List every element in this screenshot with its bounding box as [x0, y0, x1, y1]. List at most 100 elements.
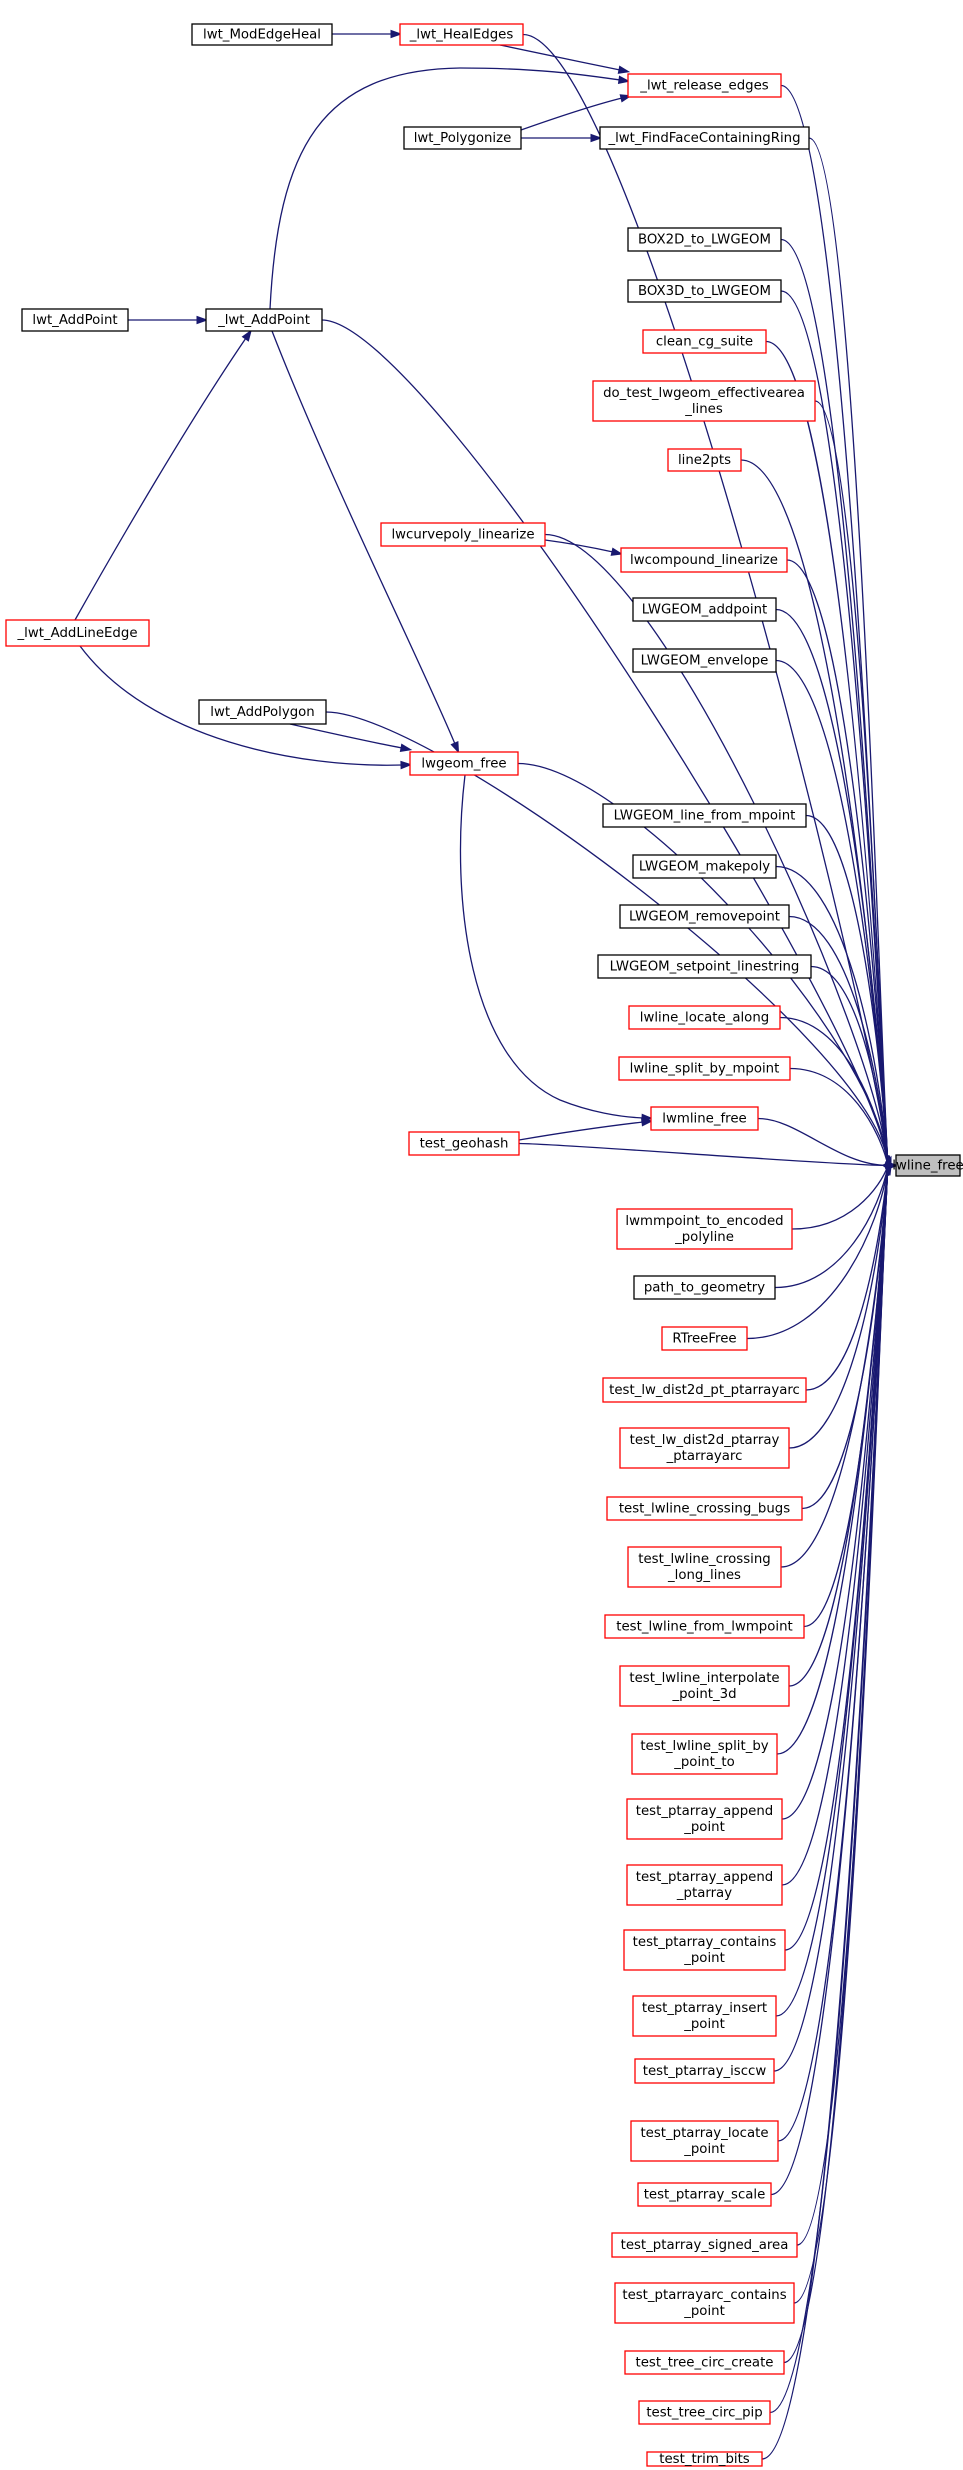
edge-lwmmpoint_to_encoded_polyline-to-lwline_free [791, 1155, 892, 1230]
node-box [618, 1056, 791, 1081]
node-box [380, 522, 546, 547]
node-lwmline_free[interactable]: lwmline_free [650, 1106, 759, 1131]
node-box [21, 308, 129, 332]
node-test_ptarray_append_point[interactable]: test_ptarray_append_point [626, 1798, 783, 1840]
node-_lwt_AddLineEdge[interactable]: _lwt_AddLineEdge [5, 619, 150, 647]
node-LWGEOM_line_from_mpoint[interactable]: LWGEOM_line_from_mpoint [602, 803, 807, 828]
node-LWGEOM_setpoint_linestring[interactable]: LWGEOM_setpoint_linestring [597, 954, 812, 979]
node-do_test_lwgeom_effectivearea_lines[interactable]: do_test_lwgeom_effectivearea_lines [592, 380, 816, 422]
node-box [619, 904, 790, 929]
node-test_lwline_split_by_point_to[interactable]: test_lwline_split_by_point_to [631, 1733, 778, 1775]
node-lwt_AddPolygon[interactable]: lwt_AddPolygon [198, 699, 327, 725]
node-test_lw_dist2d_ptarray_ptarrayarc[interactable]: test_lw_dist2d_ptarray_ptarrayarc [619, 1427, 790, 1469]
node-RTreeFree[interactable]: RTreeFree [661, 1326, 748, 1351]
node-box [616, 1208, 793, 1250]
node-test_ptarray_signed_area[interactable]: test_ptarray_signed_area [611, 2232, 798, 2258]
node-LWGEOM_makepoly[interactable]: LWGEOM_makepoly [632, 854, 777, 879]
node-test_tree_circ_create[interactable]: test_tree_circ_create [624, 2350, 785, 2375]
node-clean_cg_suite[interactable]: clean_cg_suite [642, 329, 767, 354]
node-test_trim_bits[interactable]: test_trim_bits [646, 2451, 763, 2467]
node-test_ptarray_append_ptarray[interactable]: test_ptarray_append_ptarray [626, 1864, 783, 1906]
node-line2pts[interactable]: line2pts [667, 448, 742, 472]
node-lwcompound_linearize[interactable]: lwcompound_linearize [620, 547, 788, 573]
node-test_lw_dist2d_pt_ptarrayarc[interactable]: test_lw_dist2d_pt_ptarrayarc [602, 1377, 807, 1403]
edge-clean_cg_suite-to-lwline_free [765, 340, 893, 1176]
node-BOX3D_to_LWGEOM[interactable]: BOX3D_to_LWGEOM [627, 279, 782, 303]
node-LWGEOM_envelope[interactable]: LWGEOM_envelope [632, 648, 777, 673]
node-label: test_lwline_crossing_bugs [619, 1502, 790, 1517]
edge-test_ptarray_contains_point-to-lwline_free [784, 1155, 893, 1951]
node-test_ptarray_contains_point[interactable]: test_ptarray_contains_point [623, 1929, 786, 1971]
node-BOX2D_to_LWGEOM[interactable]: BOX2D_to_LWGEOM [627, 227, 782, 252]
edge-_lwt_AddPoint-to-_lwt_release_edges [269, 67, 631, 310]
node-lwline_split_by_mpoint[interactable]: lwline_split_by_mpoint [618, 1056, 791, 1081]
node-label: test_ptarrayarc_contains [622, 2288, 786, 2303]
node-LWGEOM_addpoint[interactable]: LWGEOM_addpoint [632, 597, 777, 622]
node-lwmmpoint_to_encoded_polyline[interactable]: lwmmpoint_to_encoded_polyline [616, 1208, 793, 1250]
node-test_tree_circ_pip[interactable]: test_tree_circ_pip [638, 2400, 771, 2425]
node-lwt_ModEdgeHeal[interactable]: lwt_ModEdgeHeal [191, 23, 333, 46]
node-LWGEOM_removepoint[interactable]: LWGEOM_removepoint [619, 904, 790, 929]
node-test_lwline_crossing_bugs[interactable]: test_lwline_crossing_bugs [606, 1496, 803, 1521]
nodes-layer: lwline_free lwt_ModEdgeHeal _lwt_HealEdges… [5, 23, 963, 2467]
node-box [633, 1275, 776, 1300]
node-box [5, 619, 150, 647]
node-test_ptarray_scale[interactable]: test_ptarray_scale [637, 2182, 772, 2207]
node-_lwt_FindFaceContainingRing[interactable]: _lwt_FindFaceContainingRing [599, 126, 810, 150]
node-label: test_geohash [420, 1137, 509, 1152]
edge-_lwt_AddLineEdge-to-_lwt_AddPoint [74, 329, 252, 621]
edge-lwmline_free-to-lwline_free [757, 1117, 899, 1170]
node-test_lwline_crossing_long_lines[interactable]: test_lwline_crossing_long_lines [627, 1546, 782, 1588]
edge-test_geohash-to-lwmline_free [518, 1117, 654, 1141]
node-lwline_free: lwline_free [892, 1154, 963, 1177]
node-test_lwline_from_lwmpoint[interactable]: test_lwline_from_lwmpoint [604, 1614, 805, 1639]
node-_lwt_HealEdges[interactable]: _lwt_HealEdges [399, 23, 524, 46]
node-label: clean_cg_suite [656, 335, 753, 350]
node-lwt_AddPoint[interactable]: lwt_AddPoint [21, 308, 129, 332]
node-lwt_Polygonize[interactable]: lwt_Polygonize [403, 126, 522, 150]
node-lwgeom_free[interactable]: lwgeom_free [409, 751, 519, 776]
node-label: lwcompound_linearize [630, 553, 778, 568]
node-box [597, 954, 812, 979]
node-box [646, 2451, 763, 2467]
node-box [650, 1106, 759, 1131]
node-box [619, 1427, 790, 1469]
node-lwcurvepoly_linearize[interactable]: lwcurvepoly_linearize [380, 522, 546, 547]
node-test_ptarrayarc_contains_point[interactable]: test_ptarrayarc_contains_point [614, 2282, 795, 2324]
node-label: test_lw_dist2d_pt_ptarrayarc [609, 1383, 800, 1398]
node-test_lwline_interpolate_point_3d[interactable]: test_lwline_interpolate_point_3d [619, 1665, 790, 1707]
edge-test_trim_bits-to-lwline_free [761, 1155, 893, 2460]
node-label: _lwt_AddLineEdge [17, 626, 138, 641]
node-label: test_ptarray_contains [633, 1935, 777, 1950]
node-label: lwmmpoint_to_encoded [625, 1214, 783, 1229]
node-label: line2pts [678, 453, 731, 468]
node-_lwt_AddPoint[interactable]: _lwt_AddPoint [205, 308, 323, 332]
edge-_lwt_AddPoint-to-lwgeom_free [271, 330, 460, 754]
node-label: LWGEOM_line_from_mpoint [614, 809, 796, 824]
node-box [602, 803, 807, 828]
node-label: LWGEOM_addpoint [642, 603, 768, 618]
node-label: test_lwline_interpolate [629, 1671, 779, 1686]
node-label: test_ptarray_signed_area [621, 2238, 789, 2253]
node-test_ptarray_locate_point[interactable]: test_ptarray_locate_point [630, 2120, 779, 2162]
node-box [409, 751, 519, 776]
node-box [627, 279, 782, 303]
node-_lwt_release_edges[interactable]: _lwt_release_edges [627, 73, 782, 98]
node-box [614, 2282, 795, 2324]
edge-lwt_AddPoint-to-_lwt_AddPoint [128, 315, 209, 325]
node-test_ptarray_insert_point[interactable]: test_ptarray_insert_point [632, 1995, 777, 2037]
node-box [632, 648, 777, 673]
node-test_ptarray_isccw[interactable]: test_ptarray_isccw [634, 2058, 775, 2084]
node-label: lwline_locate_along [640, 1011, 769, 1026]
node-path_to_geometry[interactable]: path_to_geometry [633, 1275, 776, 1300]
node-label: test_ptarray_append [636, 1870, 773, 1885]
node-lwline_locate_along[interactable]: lwline_locate_along [628, 1005, 781, 1030]
node-label: _lwt_HealEdges [409, 28, 514, 43]
node-label: _point [683, 2304, 725, 2319]
node-label: test_tree_circ_pip [646, 2406, 762, 2421]
node-label: _lines [684, 402, 723, 417]
node-label: _point_3d [671, 1687, 736, 1702]
node-label: BOX2D_to_LWGEOM [638, 233, 771, 248]
node-test_geohash[interactable]: test_geohash [408, 1131, 520, 1156]
node-label: test_lw_dist2d_ptarray [630, 1433, 780, 1448]
